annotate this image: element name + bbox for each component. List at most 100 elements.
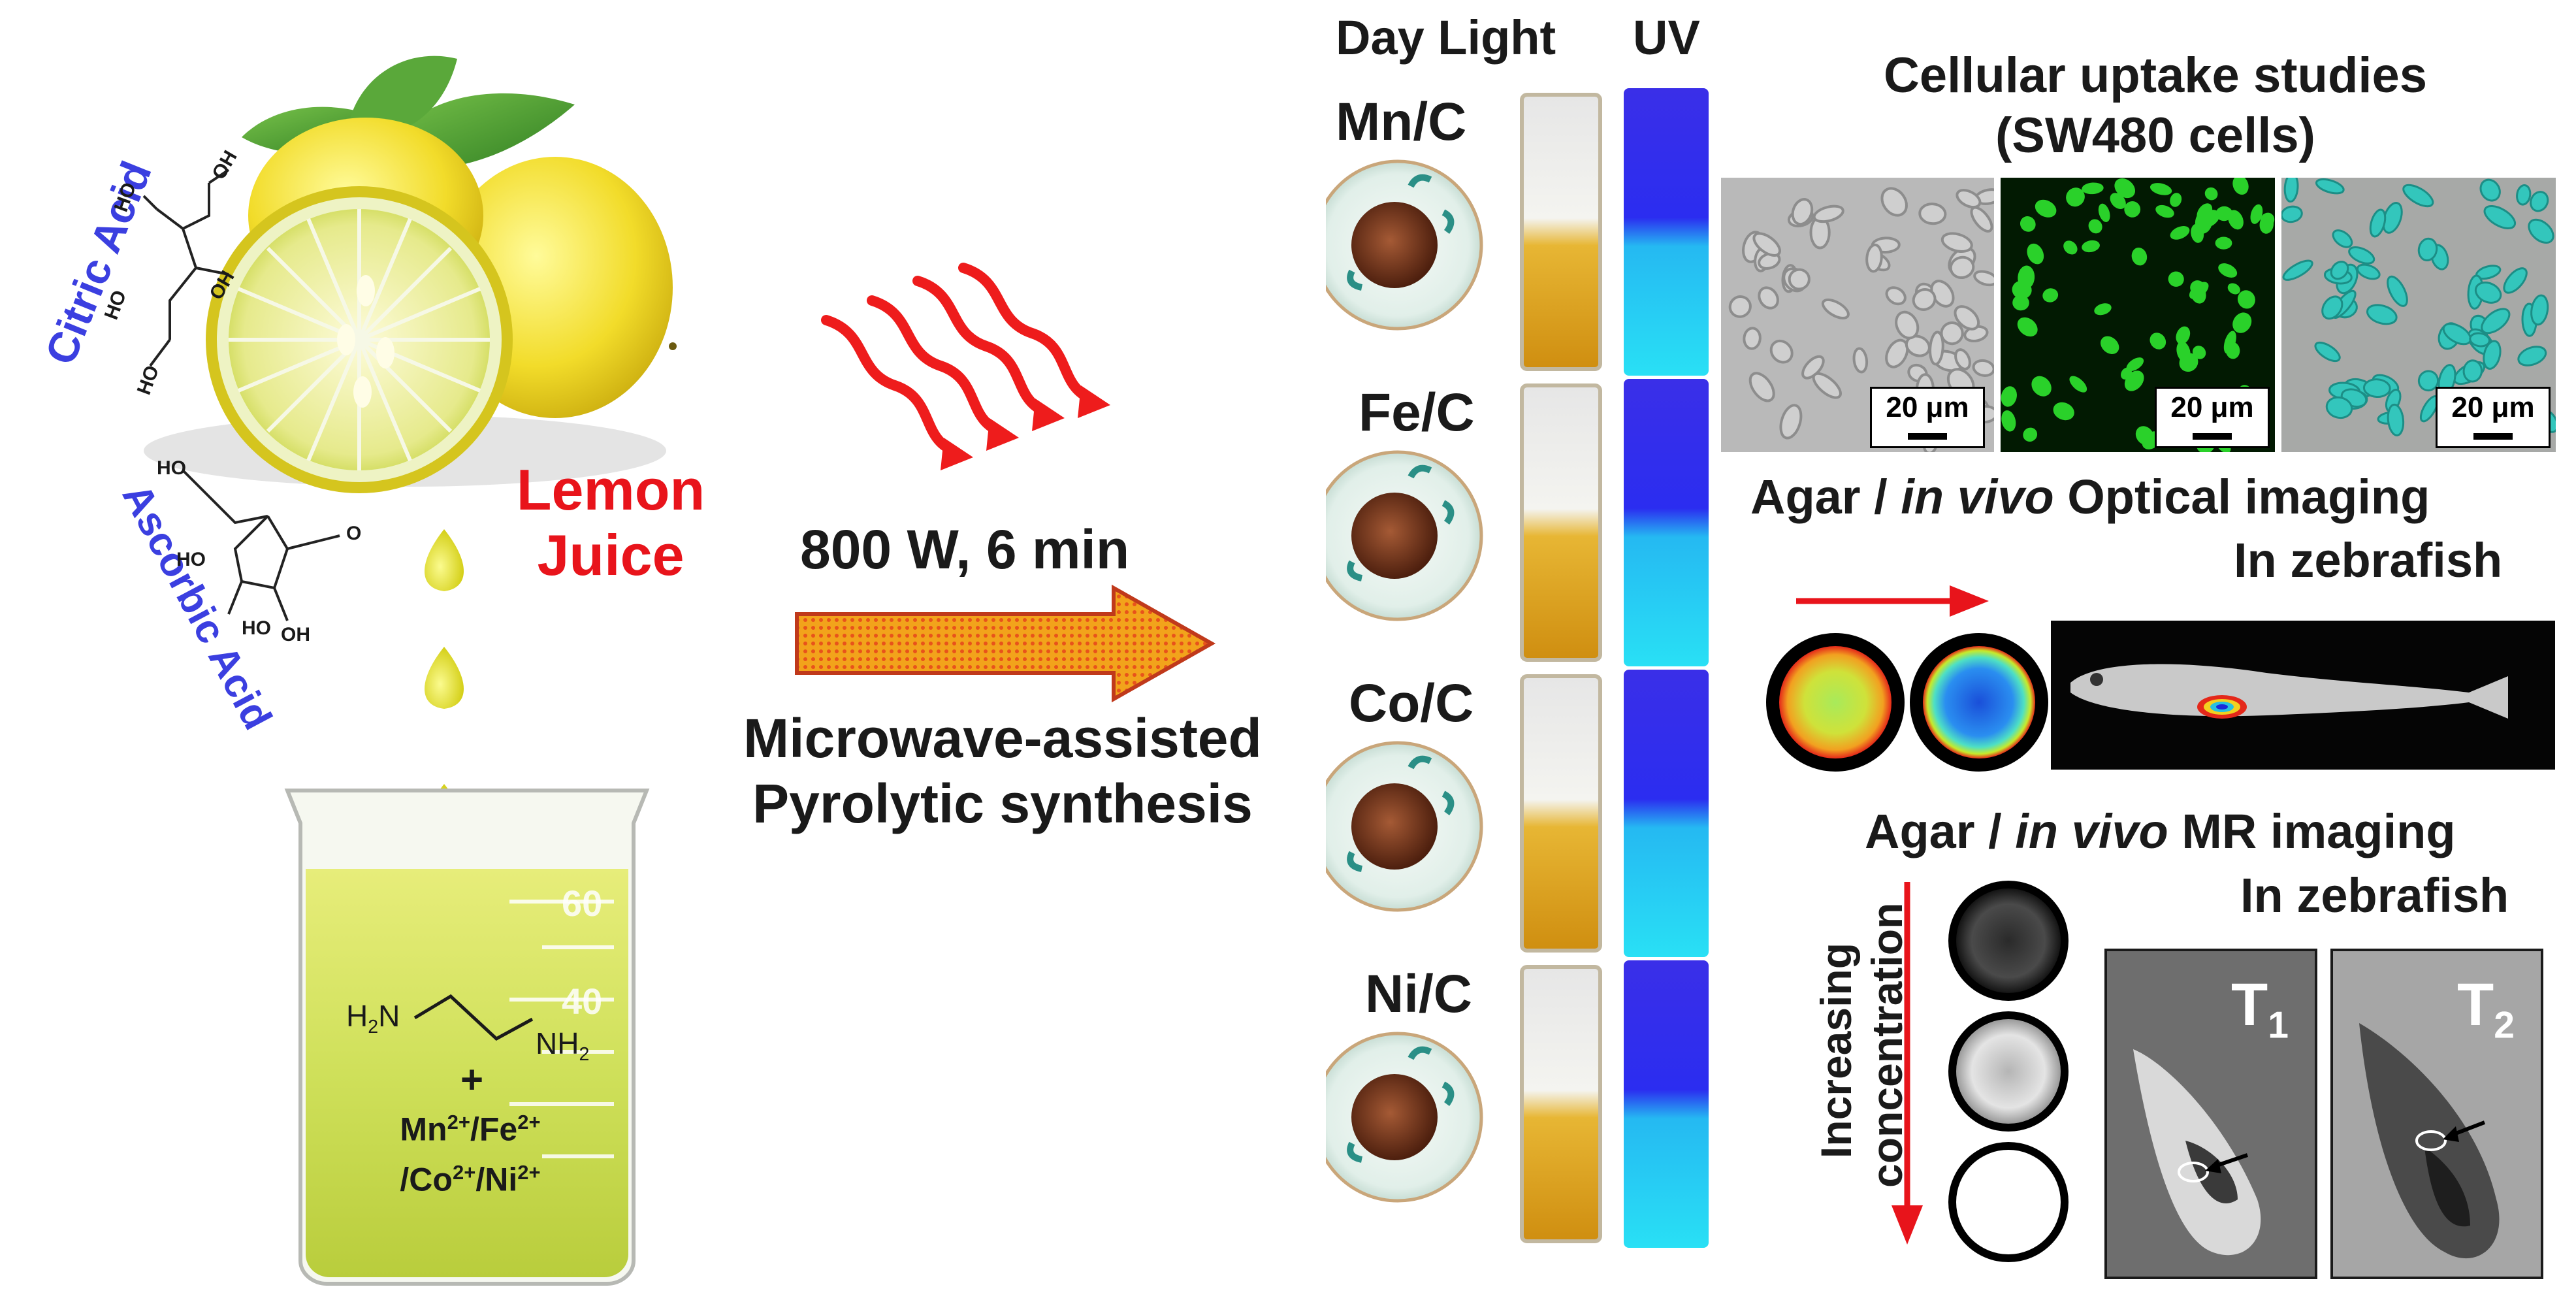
cell xyxy=(1954,305,1980,331)
cell xyxy=(2530,191,2549,212)
optical-arrow xyxy=(1796,585,1989,617)
mr-t2-panel: T2 xyxy=(2330,949,2543,1279)
t2-letter: T xyxy=(2457,971,2494,1038)
cell xyxy=(2314,341,2341,363)
cell xyxy=(2012,295,2029,311)
uv-vial xyxy=(1624,670,1709,957)
cell xyxy=(2259,215,2274,234)
cell xyxy=(2110,193,2126,210)
cell xyxy=(2017,317,2038,337)
cell xyxy=(2031,376,2052,397)
sample-images xyxy=(1326,88,1709,1248)
cell xyxy=(2332,229,2353,248)
ethylenediamine-h2n: H2N xyxy=(346,998,400,1038)
cell xyxy=(1865,243,1883,273)
sample-label: Co/C xyxy=(1349,674,1474,733)
cell xyxy=(2121,367,2132,380)
method-line1: Microwave-assisted xyxy=(743,708,1262,769)
conditions-label: 800 W, 6 min xyxy=(800,519,1130,580)
method-line2: Pyrolytic synthesis xyxy=(752,773,1253,834)
cell xyxy=(1769,339,1794,364)
cell xyxy=(1918,203,1947,225)
cell xyxy=(2517,346,2547,367)
cell xyxy=(2124,201,2141,218)
cell xyxy=(2168,271,2184,287)
cell xyxy=(2082,240,2100,253)
scale-line xyxy=(2473,433,2513,440)
cell xyxy=(1940,232,1973,253)
cell xyxy=(1801,355,1825,380)
cell xyxy=(1905,334,1931,357)
cell xyxy=(2023,427,2038,442)
cell xyxy=(2114,178,2136,199)
cell xyxy=(2469,332,2490,348)
nh2-text: NH2 xyxy=(536,1026,590,1066)
cell xyxy=(1970,206,1993,233)
cell xyxy=(1788,268,1811,291)
cell xyxy=(2191,223,2204,243)
cell xyxy=(2315,178,2345,195)
cell xyxy=(1812,372,1842,399)
h2n-text: H2N xyxy=(346,999,400,1038)
cell xyxy=(1779,404,1803,440)
metal-ions-line2: /Co2+/Ni2+ xyxy=(400,1160,541,1198)
cell xyxy=(2225,342,2240,359)
cell xyxy=(2012,280,2032,299)
optical-title-pre: Agar / xyxy=(1750,470,1901,524)
scale-label: 20 μm xyxy=(2451,391,2535,423)
cell xyxy=(2481,308,2511,334)
mr-agar-2 xyxy=(1956,1019,2061,1124)
sample-spot xyxy=(1351,202,1438,288)
cell xyxy=(1748,372,1775,402)
ascorbic-group-4: HO xyxy=(242,617,271,639)
mr-title: Agar / in vivo MR imaging xyxy=(1865,804,2456,859)
daylight-vial xyxy=(1520,674,1602,953)
sample-stain xyxy=(1347,174,1455,291)
cell xyxy=(2155,204,2174,218)
mr-title-post: MR imaging xyxy=(2168,804,2456,858)
cell xyxy=(2053,402,2074,421)
cell xyxy=(1929,331,1944,366)
cell xyxy=(2479,178,2501,202)
beaker xyxy=(284,789,650,1286)
cell xyxy=(2035,199,2057,218)
scale-label: 20 μm xyxy=(2170,391,2254,423)
merged-panel: 20 μm xyxy=(2281,178,2556,452)
cell xyxy=(2462,359,2483,383)
mr-title-pre: Agar / xyxy=(1865,804,2016,858)
cell xyxy=(2232,312,2252,333)
cell xyxy=(1758,286,1779,310)
mr-agar-1 xyxy=(1956,888,2061,993)
cell xyxy=(2215,206,2233,221)
optical-agar-high xyxy=(1923,646,2035,758)
uptake-title-line2: (SW480 cells) xyxy=(1995,108,2315,163)
ascorbic-group-2: HO xyxy=(176,549,206,570)
sample-label: Fe/C xyxy=(1359,383,1475,442)
cell xyxy=(2020,216,2036,232)
cell xyxy=(2387,403,2405,436)
cell xyxy=(1885,286,1907,306)
cell xyxy=(2321,295,2343,320)
ascorbic-group-5: OH xyxy=(281,624,310,645)
cell xyxy=(1743,327,1762,350)
cell xyxy=(1885,338,1909,368)
cell xyxy=(2528,218,2554,244)
scale-label: 20 μm xyxy=(1886,391,1969,423)
brightfield-panel: 20 μm xyxy=(1721,178,1994,452)
daylight-vial xyxy=(1520,93,1602,371)
mr-agar-3 xyxy=(1956,1150,2061,1254)
cell xyxy=(2237,290,2255,309)
metal-ions-line1: Mn2+/Fe2+ xyxy=(400,1111,541,1148)
cell xyxy=(2348,246,2375,265)
cell xyxy=(2369,208,2387,238)
cell xyxy=(2094,303,2112,316)
sample-stain xyxy=(1347,1046,1455,1163)
optical-agar-low xyxy=(1779,646,1892,758)
optical-title: Agar / in vivo Optical imaging xyxy=(1750,469,2430,525)
t2-label: T2 xyxy=(2457,971,2515,1047)
cell xyxy=(1812,204,1844,223)
cell xyxy=(1880,187,1908,217)
cell xyxy=(2082,182,2104,195)
cell xyxy=(1940,321,1964,346)
juice-drop-2 xyxy=(425,647,464,709)
